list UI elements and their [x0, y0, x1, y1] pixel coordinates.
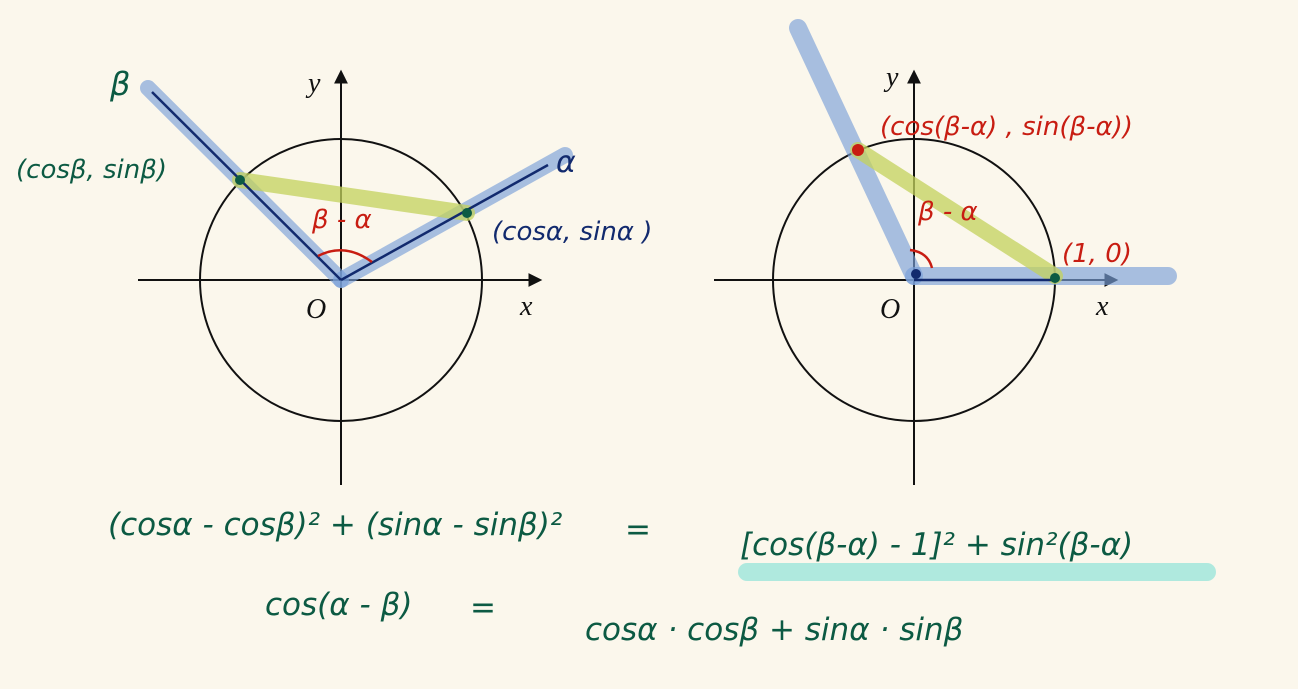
left-x-label: x [519, 291, 533, 322]
right-diagram: y x O (cos(β-α) , sin(β-α)) (1, 0) β - α [714, 19, 1177, 485]
right-unit-point [1050, 273, 1060, 283]
equations: (cosα - cosβ)² + (sinα - sinβ)² = [cos(β… [108, 507, 1216, 648]
left-alpha-point-label: (cosα, sinα ) [492, 217, 652, 247]
equation-line2-right: cosα · cosβ + sinα · sinβ [585, 612, 963, 648]
left-angle-label: β - α [311, 205, 372, 235]
equation-line1-right: [cos(β-α) - 1]² + sin²(β-α) [740, 527, 1133, 563]
left-chord-highlight [232, 172, 475, 221]
left-diagram: y x O β α (cosβ, sinβ) (cosα, sinα ) β -… [16, 65, 652, 485]
left-y-label: y [305, 68, 321, 99]
left-beta-label: β [109, 65, 130, 103]
left-unit-circle [199, 138, 483, 422]
right-chord-highlight [850, 142, 1063, 284]
left-alpha-label: α [556, 145, 576, 180]
left-alpha-point [462, 208, 472, 218]
left-alpha-ray [340, 163, 549, 282]
equation-highlight [738, 563, 1216, 581]
right-unit-point-label: (1, 0) [1062, 239, 1132, 269]
right-x-label: x [1095, 291, 1109, 322]
left-origin-label: O [306, 294, 326, 325]
equation-line1-left: (cosα - cosβ)² + (sinα - sinβ)² [108, 507, 562, 543]
equation-line1-equals: = [625, 512, 651, 548]
left-beta-point [235, 175, 245, 185]
right-angle-label: β - α [917, 197, 978, 227]
right-origin-dot [911, 269, 921, 279]
right-y-label: y [883, 62, 899, 93]
right-rotated-point-label: (cos(β-α) , sin(β-α)) [880, 112, 1133, 142]
right-origin-label: O [880, 294, 900, 325]
equation-line2-left: cos(α - β) [265, 587, 412, 623]
equation-line2-equals: = [470, 590, 496, 626]
left-angle-arc [317, 249, 373, 264]
left-beta-ray [151, 91, 342, 281]
left-beta-point-label: (cosβ, sinβ) [16, 155, 167, 185]
right-angle-arc [909, 248, 934, 269]
right-rotated-point [852, 144, 864, 156]
